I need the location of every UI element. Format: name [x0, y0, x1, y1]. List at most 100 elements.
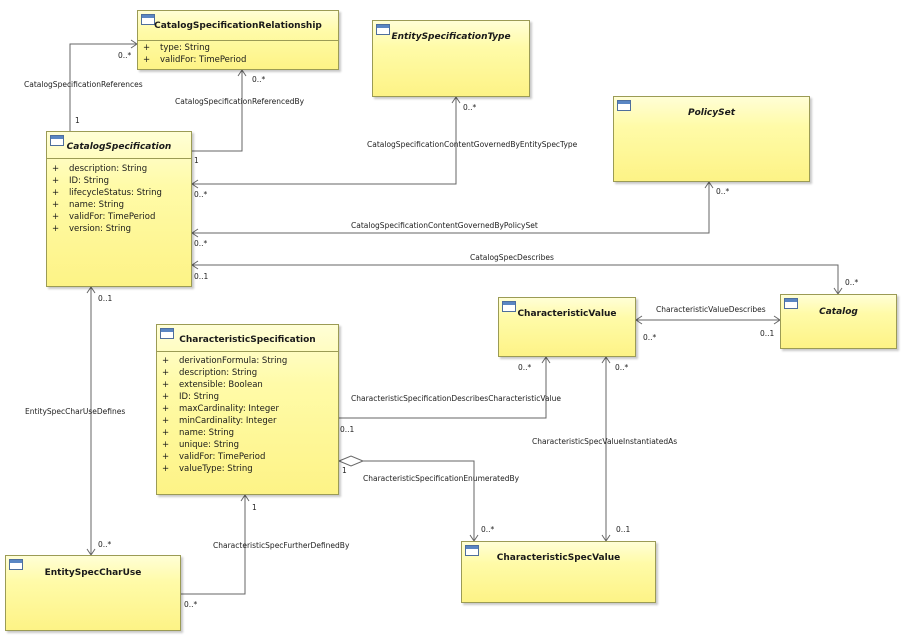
class-catalog-specification-relationship[interactable]: CatalogSpecificationRelationship +type: …: [137, 10, 339, 70]
multiplicity: 0..*: [481, 525, 495, 534]
association-label: CharacteristicValueDescribes: [656, 305, 766, 314]
class-name: EntitySpecificationType: [391, 32, 511, 42]
class-icon: [617, 100, 631, 111]
multiplicity: 0..1: [194, 272, 209, 281]
multiplicity: 1: [342, 466, 347, 475]
class-icon: [784, 298, 798, 309]
arrowhead: [541, 356, 551, 364]
multiplicity: 0..1: [340, 425, 355, 434]
multiplicity: 0..*: [716, 187, 730, 196]
class-entity-specification-type[interactable]: EntitySpecificationType: [372, 20, 530, 97]
attribute-list: +type: String +validFor: TimePeriod: [143, 42, 336, 66]
attribute: +maxCardinality: Integer: [162, 404, 279, 414]
edge-catalog-specification-referenced-by: [192, 70, 243, 152]
edge-governed-by-entity-spec-type: [192, 97, 457, 185]
class-name: PolicySet: [687, 108, 736, 118]
class-icon: [50, 135, 64, 146]
attribute: +ID: String: [52, 176, 109, 186]
separator: [47, 158, 191, 159]
multiplicity: 0..*: [184, 600, 198, 609]
attribute: +type: String: [143, 43, 210, 53]
multiplicity: 1: [194, 156, 199, 165]
attribute: +description: String: [162, 368, 258, 378]
attribute: +lifecycleStatus: String: [52, 188, 162, 198]
class-name: CatalogSpecificationRelationship: [154, 21, 322, 31]
multiplicity: 0..*: [252, 75, 266, 84]
attribute: +extensible: Boolean: [162, 380, 263, 390]
multiplicity: 0..*: [194, 190, 208, 199]
edge-catalog-specification-references: [69, 43, 137, 131]
attribute: +version: String: [52, 224, 132, 234]
attribute-list: +derivationFormula: String +description:…: [162, 355, 336, 475]
multiplicity: 0..1: [616, 525, 631, 534]
class-icon: [376, 24, 390, 35]
association-label: EntitySpecCharUseDefines: [25, 407, 126, 416]
class-name: CharacteristicSpecValue: [496, 553, 621, 563]
association-label: CatalogSpecificationReferences: [24, 80, 143, 89]
class-name: CharacteristicSpecification: [179, 335, 316, 345]
attribute: +validFor: TimePeriod: [52, 212, 156, 222]
attribute: +unique: String: [162, 440, 240, 450]
attribute: +validFor: TimePeriod: [162, 452, 266, 462]
class-policy-set[interactable]: PolicySet: [613, 96, 810, 182]
multiplicity: 0..*: [615, 363, 629, 372]
attribute: +minCardinality: Integer: [162, 416, 277, 426]
attribute: +name: String: [162, 428, 235, 438]
class-icon: [160, 328, 174, 339]
arrowhead: [86, 286, 96, 294]
class-name: EntitySpecCharUse: [44, 568, 142, 578]
association-label: CharacteristicSpecValueInstantiatedAs: [532, 437, 678, 446]
edge-char-spec-enumerated-by: [363, 460, 475, 541]
arrowhead: [237, 69, 247, 77]
arrowhead: [451, 96, 461, 104]
class-icon: [465, 545, 479, 556]
multiplicity: 0..1: [760, 329, 775, 338]
attribute: +valueType: String: [162, 464, 253, 474]
class-icon: [141, 14, 155, 25]
class-catalog[interactable]: Catalog: [780, 294, 897, 349]
separator: [138, 40, 338, 41]
association-label: CatalogSpecificationContentGovernedByPol…: [351, 221, 538, 230]
aggregation-diamond: [337, 455, 365, 467]
attribute: +description: String: [52, 164, 148, 174]
attribute: +name: String: [52, 200, 125, 210]
multiplicity: 0..1: [98, 294, 113, 303]
association-label: CharacteristicSpecificationDescribesChar…: [351, 394, 561, 403]
class-name: CatalogSpecification: [66, 142, 172, 152]
arrowhead: [191, 179, 199, 189]
multiplicity: 0..*: [98, 540, 112, 549]
multiplicity: 0..*: [118, 51, 132, 60]
edge-char-spec-describes-char-value: [339, 357, 547, 419]
multiplicity: 0..*: [845, 278, 859, 287]
class-entity-spec-char-use[interactable]: EntitySpecCharUse: [5, 555, 181, 631]
multiplicity: 1: [75, 116, 80, 125]
class-characteristic-spec-value[interactable]: CharacteristicSpecValue: [461, 541, 656, 603]
association-label: CatalogSpecificationReferencedBy: [175, 97, 305, 106]
attribute: +ID: String: [162, 392, 219, 402]
association-label: CatalogSpecificationContentGovernedByEnt…: [367, 140, 578, 149]
arrowhead: [191, 228, 199, 238]
attribute: +derivationFormula: String: [162, 356, 288, 366]
multiplicity: 1: [252, 503, 257, 512]
arrowhead: [635, 315, 643, 325]
multiplicity: 0..*: [518, 363, 532, 372]
edge-char-spec-further-defined-by: [181, 495, 246, 595]
arrowhead: [601, 356, 611, 364]
edge-catalog-spec-describes: [192, 264, 839, 294]
arrowhead: [240, 494, 250, 502]
edge-governed-by-policy-set: [192, 182, 710, 234]
association-label: CharacteristicSpecificationEnumeratedBy: [363, 474, 520, 483]
separator: [157, 351, 338, 352]
association-label: CatalogSpecDescribes: [470, 253, 554, 262]
class-name: CharacteristicValue: [517, 309, 617, 319]
class-catalog-specification[interactable]: CatalogSpecification +description: Strin…: [46, 131, 192, 287]
attribute-list: +description: String +ID: String +lifecy…: [52, 163, 189, 235]
multiplicity: 0..*: [194, 239, 208, 248]
association-label: CharacteristicSpecFurtherDefinedBy: [213, 541, 350, 550]
multiplicity: 0..*: [643, 333, 657, 342]
arrowhead: [191, 260, 199, 270]
class-icon: [502, 301, 516, 312]
class-characteristic-specification[interactable]: CharacteristicSpecification +derivationF…: [156, 324, 339, 495]
class-characteristic-value[interactable]: CharacteristicValue: [498, 297, 636, 357]
multiplicity: 0..*: [463, 103, 477, 112]
